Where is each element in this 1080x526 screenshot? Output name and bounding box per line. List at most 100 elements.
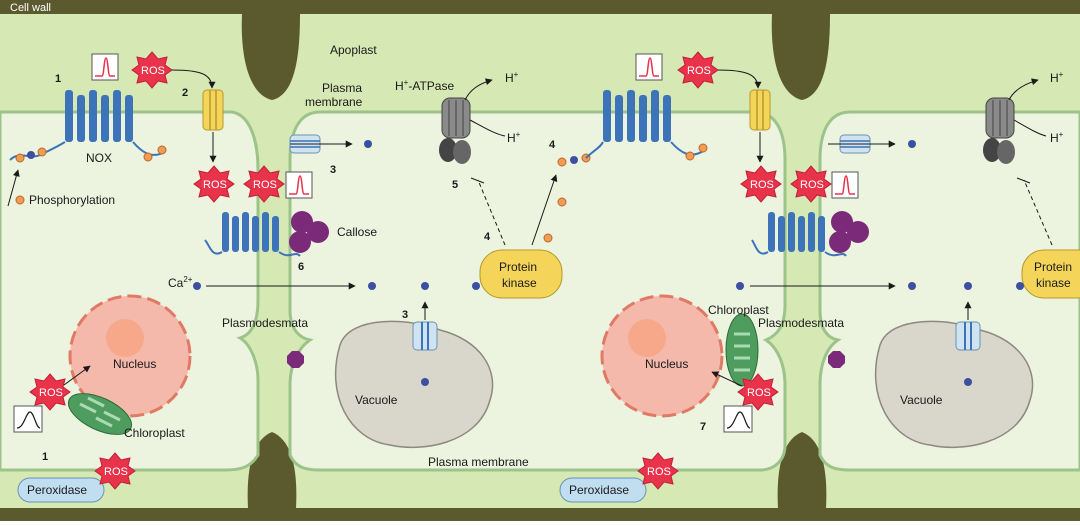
step-6: 6: [298, 261, 304, 273]
ros-label: ROS: [141, 65, 165, 77]
ros-trace-spike-mid-top: [639, 57, 659, 77]
ros-star-nucleus-left: ROS: [29, 373, 71, 411]
h-plus-label-in: H+: [507, 130, 521, 145]
svg-text:ROS: ROS: [647, 466, 671, 478]
kinase-target-dot: [557, 197, 567, 207]
calcium-dot: [908, 282, 916, 290]
calcium-dot: [421, 378, 429, 386]
phospho-dot: [570, 156, 578, 164]
nox-protein-mid: [585, 90, 706, 159]
protein-kinase-label-1: Protein: [499, 260, 537, 274]
peroxidase-label-left: Peroxidase: [27, 483, 87, 497]
ros-to-channel-arrow-mid: [717, 69, 762, 89]
inhibition-bar-right: [1016, 177, 1031, 184]
ros-star-peroxidase-left: ROS: [94, 452, 136, 490]
ros-star-mid-4: ROS: [790, 165, 832, 203]
svg-text:Nucleus: Nucleus: [645, 357, 688, 371]
vacuole-right: [874, 320, 1034, 448]
svg-text:ROS: ROS: [104, 466, 128, 478]
ros-trace-curve-mid: [726, 411, 751, 429]
phospho-dot: [698, 143, 708, 153]
ros-star-mid-top: ROS: [677, 51, 719, 89]
ros-star-mid-3: ROS: [740, 165, 782, 203]
protein-kinase-right: Protein kinase: [1021, 249, 1080, 299]
step-7: 7: [700, 421, 706, 433]
peroxidase-left: [17, 477, 105, 503]
h-plus-out-arrow-right: [1008, 78, 1039, 101]
ros-star-mid-2: ROS: [243, 165, 285, 203]
calcium-dot: [1016, 282, 1024, 290]
kinase-phospho-dot: [543, 233, 553, 243]
h-plus-label-in-right: H+: [1050, 130, 1064, 145]
nucleus-left: Nucleus: [68, 294, 192, 418]
nox-label: NOX: [86, 151, 112, 165]
callose-cluster-mid: [829, 211, 869, 253]
step-3-top: 3: [330, 164, 336, 176]
protein-kinase: Protein kinase: [479, 249, 563, 299]
calcium-dot: [736, 282, 744, 290]
ros-trace-spike-mid-2: [835, 175, 855, 195]
phospho-dot: [143, 152, 153, 162]
phosphorylation-label: Phosphorylation: [29, 193, 115, 207]
ros-to-nucleus-arrow-mid: [711, 371, 743, 387]
phospho-dot: [37, 147, 47, 157]
inhibition-dashed-right: [1023, 179, 1053, 246]
calcium-label: Ca2+: [168, 275, 193, 290]
calcium-dot: [964, 282, 972, 290]
h-plus-in-line: [469, 119, 506, 137]
calcium-dot: [193, 282, 201, 290]
nucleus-mid: Nucleus: [600, 294, 724, 418]
h-plus-label-out-right: H+: [1050, 70, 1064, 85]
h-plus-in-line-right: [1013, 119, 1047, 137]
calcium-dot: [472, 282, 480, 290]
plasmodesmata-callose-mid: [828, 351, 845, 368]
peroxidase-mid: [559, 477, 647, 503]
h-plus-out-arrow: [464, 78, 493, 101]
phospho-legend-arrow: [7, 169, 20, 207]
vacuole-label-left: Vacuole: [355, 393, 398, 407]
h-atpase-protein-right: [983, 97, 1015, 164]
peroxidase-label-mid: Peroxidase: [569, 483, 629, 497]
callose-label: Callose: [337, 225, 377, 239]
ros-star-top: ROS: [131, 51, 173, 89]
phosphorylation-dot-legend: [15, 195, 25, 205]
ros-star-mid-1: ROS: [193, 165, 235, 203]
ros-trace-curve-left: [16, 411, 41, 429]
step-3-bottom: 3: [402, 309, 408, 321]
step-1-top: 1: [55, 73, 61, 85]
plasma-membrane-label-bottom: Plasma membrane: [428, 455, 529, 469]
step-4-mid: 4: [484, 231, 491, 243]
plasma-membrane-label-line2: membrane: [305, 95, 363, 109]
phospho-dot: [557, 157, 567, 167]
svg-text:ROS: ROS: [253, 179, 277, 191]
ros-trace-spike: [95, 57, 115, 77]
plasmodesmata-label-left: Plasmodesmata: [222, 316, 308, 330]
callose-cluster: [289, 211, 329, 253]
step-5: 5: [452, 179, 458, 191]
kinase-up-arrow: [531, 174, 558, 246]
cell-wall-left-divider: [241, 14, 300, 100]
chloroplast-label-mid: Chloroplast: [708, 303, 769, 317]
phospho-dot: [685, 151, 695, 161]
step-1-bottom: 1: [42, 451, 48, 463]
chloroplast-left: [67, 393, 133, 435]
cell-wall-label: Cell wall: [10, 2, 51, 14]
ion-channel-mid: [749, 89, 771, 131]
plasmodesmata-label-mid: Plasmodesmata: [758, 316, 844, 330]
calcium-dot: [421, 282, 429, 290]
h-plus-label-out: H+: [505, 70, 519, 85]
step-4-top: 4: [549, 139, 556, 151]
ros-trace-spike-mid: [289, 175, 309, 195]
svg-text:Protein: Protein: [1034, 260, 1072, 274]
calcium-dot: [908, 140, 916, 148]
phospho-dot: [157, 145, 167, 155]
svg-text:kinase: kinase: [1036, 276, 1071, 290]
svg-text:ROS: ROS: [800, 179, 824, 191]
cell-wall-left-divider-bottom: [247, 432, 297, 508]
protein-kinase-label-2: kinase: [502, 276, 537, 290]
vacuole-left: [334, 320, 494, 448]
ion-channel-left: [202, 89, 224, 131]
inhibition-dashed: [477, 179, 506, 246]
